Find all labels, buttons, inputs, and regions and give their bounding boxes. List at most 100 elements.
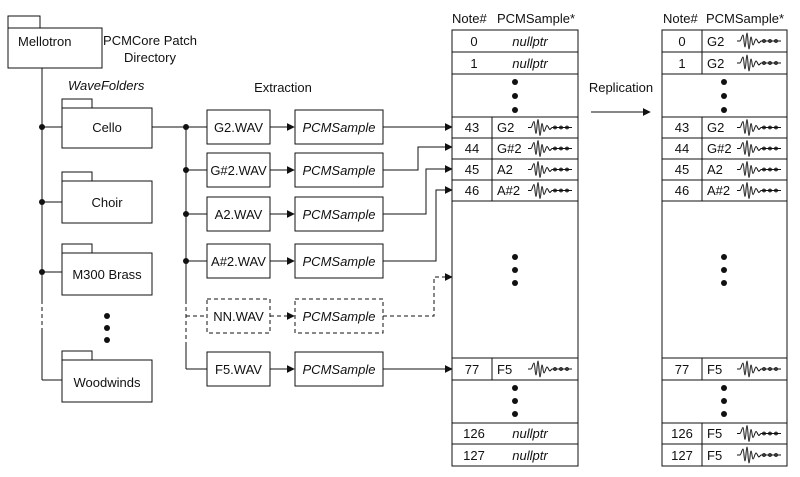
folder-choir-label: Choir	[91, 195, 123, 210]
left-table-row-1: 1 nullptr	[451, 51, 579, 75]
left-table-header-sample: PCMSample*	[497, 11, 575, 26]
wav-file-f5: F5.WAV	[206, 351, 271, 387]
left-table-header-note: Note#	[452, 11, 487, 26]
svg-text:NN.WAV: NN.WAV	[213, 309, 264, 324]
svg-text:F5: F5	[707, 362, 722, 377]
svg-text:77: 77	[675, 362, 689, 377]
svg-text:46: 46	[675, 183, 689, 198]
right-table-row-77: 77 F5	[661, 357, 788, 381]
svg-text:77: 77	[465, 362, 479, 377]
replication-label: Replication	[589, 80, 653, 95]
pcm-sample-f5: PCMSample	[294, 351, 384, 387]
directory-label-line2: Directory	[124, 50, 177, 65]
junction-dot	[39, 269, 45, 275]
svg-text:0: 0	[470, 34, 477, 49]
directory-label-line1: PCMCore Patch	[103, 33, 197, 48]
svg-text:PCMSample: PCMSample	[303, 120, 376, 135]
right-table-row-44: 44 G#2	[661, 137, 788, 160]
svg-text:F5.WAV: F5.WAV	[215, 362, 262, 377]
svg-text:0: 0	[678, 34, 685, 49]
svg-text:G2: G2	[707, 34, 724, 49]
left-table-ellipsis-middle	[512, 254, 518, 286]
svg-text:G2: G2	[707, 56, 724, 71]
folder-woodwinds: Woodwinds	[61, 350, 153, 403]
svg-text:126: 126	[671, 426, 693, 441]
junction-dot	[39, 199, 45, 205]
pcm-sample-a2: PCMSample	[294, 196, 384, 232]
svg-text:F5: F5	[707, 448, 722, 463]
right-table-row-126: 126 F5	[661, 422, 788, 445]
folder-woodwinds-label: Woodwinds	[74, 375, 141, 390]
svg-text:nullptr: nullptr	[512, 426, 548, 441]
arrow-nn-to-table	[383, 273, 453, 317]
svg-text:F5: F5	[497, 362, 512, 377]
svg-text:126: 126	[463, 426, 485, 441]
folder-choir: Choir	[61, 171, 153, 224]
junction-dot	[39, 124, 45, 130]
pcm-sample-gs2: PCMSample	[294, 152, 384, 188]
right-table-ellipsis-bottom	[721, 385, 727, 417]
right-table-row-1: 1 G2	[661, 51, 788, 75]
wav-file-gs2: G#2.WAV	[206, 152, 271, 188]
left-table-row-45: 45 A2	[451, 158, 579, 181]
pcm-sample-nn: PCMSample	[294, 298, 384, 334]
svg-text:A#2: A#2	[707, 183, 730, 198]
left-table-row-43: 43 G2	[451, 116, 579, 139]
svg-text:PCMSample: PCMSample	[303, 309, 376, 324]
svg-text:A2: A2	[707, 162, 723, 177]
wav-file-as2: A#2.WAV	[206, 243, 271, 279]
svg-text:127: 127	[463, 448, 485, 463]
svg-text:G#2: G#2	[707, 141, 732, 156]
svg-text:A#2.WAV: A#2.WAV	[211, 254, 266, 269]
pcm-sample-g2: PCMSample	[294, 109, 384, 145]
svg-text:PCMSample: PCMSample	[303, 207, 376, 222]
svg-text:PCMSample: PCMSample	[303, 362, 376, 377]
wav-file-a2: A2.WAV	[206, 196, 271, 232]
folder-mellotron-label: Mellotron	[18, 34, 71, 49]
svg-text:G#2.WAV: G#2.WAV	[210, 163, 267, 178]
folder-mellotron: Mellotron	[7, 15, 103, 69]
svg-text:44: 44	[465, 141, 479, 156]
junction-dot	[183, 258, 189, 264]
svg-text:nullptr: nullptr	[512, 34, 548, 49]
left-table	[451, 29, 579, 467]
folder-m300-brass: M300 Brass	[61, 243, 153, 296]
left-table-ellipsis-bottom	[512, 385, 518, 417]
svg-text:127: 127	[671, 448, 693, 463]
junction-dot	[183, 167, 189, 173]
right-table-header-sample: PCMSample*	[706, 11, 784, 26]
svg-text:43: 43	[465, 120, 479, 135]
wav-file-nn: NN.WAV	[206, 298, 271, 334]
svg-text:G2: G2	[497, 120, 514, 135]
svg-text:46: 46	[465, 183, 479, 198]
right-table-ellipsis-top	[721, 79, 727, 113]
right-table-row-127: 127 F5	[661, 443, 788, 467]
left-table-row-46: 46 A#2	[451, 179, 579, 202]
folder-cello-label: Cello	[92, 120, 122, 135]
extraction-label: Extraction	[254, 80, 312, 95]
right-table-row-46: 46 A#2	[661, 179, 788, 202]
right-table-row-45: 45 A2	[661, 158, 788, 181]
wav-file-g2: G2.WAV	[206, 109, 271, 145]
svg-text:G#2: G#2	[497, 141, 522, 156]
right-table-header-note: Note#	[663, 11, 698, 26]
svg-text:1: 1	[470, 56, 477, 71]
folder-ellipsis	[104, 313, 110, 343]
left-table-row-0: 0 nullptr	[451, 29, 579, 53]
arrow-a2-to-45	[383, 165, 453, 215]
left-table-ellipsis-top	[512, 79, 518, 113]
folder-m300-brass-label: M300 Brass	[72, 267, 142, 282]
svg-text:PCMSample: PCMSample	[303, 163, 376, 178]
right-table-row-0: 0 G2	[661, 29, 788, 53]
svg-text:1: 1	[678, 56, 685, 71]
right-table	[661, 29, 788, 467]
junction-dot	[183, 211, 189, 217]
svg-text:45: 45	[675, 162, 689, 177]
svg-text:45: 45	[465, 162, 479, 177]
right-table-row-43: 43 G2	[661, 116, 788, 139]
svg-text:A2: A2	[497, 162, 513, 177]
svg-text:G2.WAV: G2.WAV	[214, 120, 263, 135]
left-table-row-126: 126 nullptr	[451, 422, 579, 445]
svg-text:F5: F5	[707, 426, 722, 441]
